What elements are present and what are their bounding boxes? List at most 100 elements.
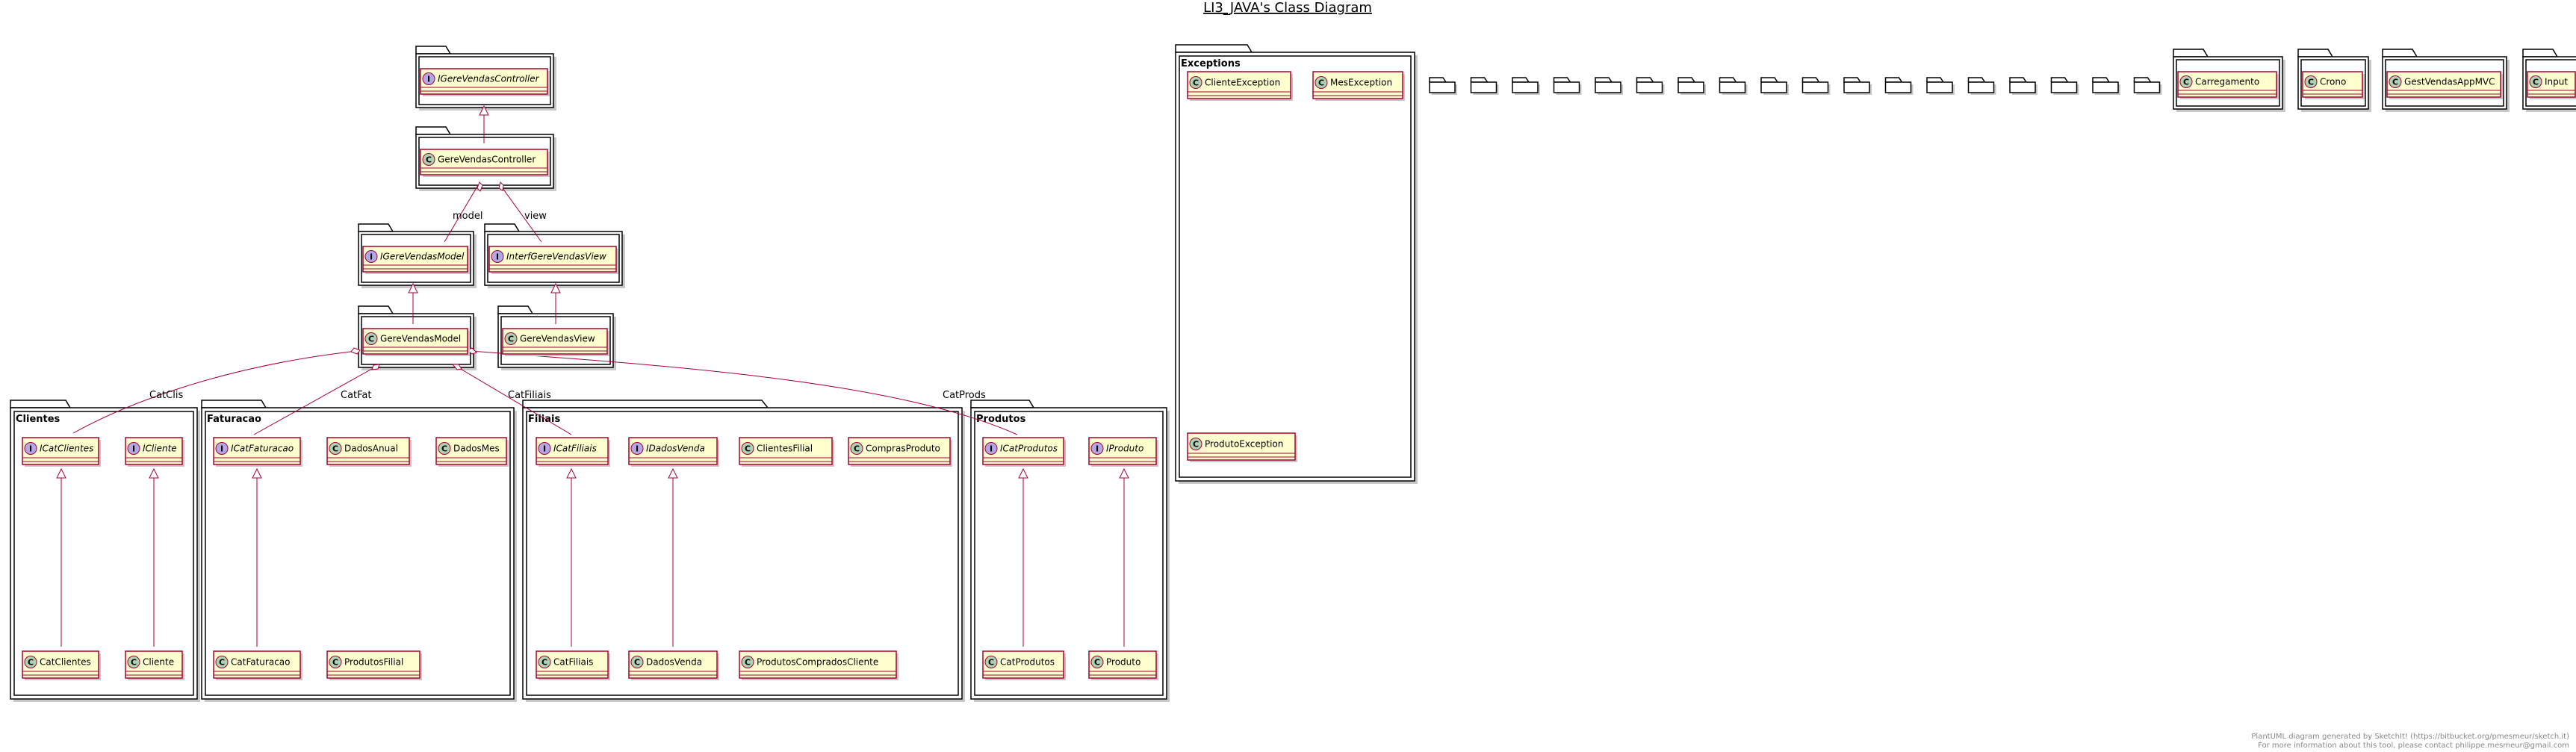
- rel-label-catfat: CatFat: [341, 390, 372, 401]
- rel-catprods-line: [470, 350, 1018, 435]
- interface-icon: [422, 72, 435, 85]
- rel-label-model: model: [453, 211, 482, 222]
- interface-icon: [984, 442, 998, 455]
- rel-catfat-line: [253, 365, 378, 435]
- class-icon: [538, 656, 551, 668]
- stereotype-letter: C: [332, 444, 338, 454]
- stereotype-letter: C: [368, 335, 374, 344]
- rel-triangle: [668, 467, 678, 479]
- class-clientesfilial: C ClientesFilial: [739, 437, 834, 467]
- class-name: Crono: [2320, 77, 2346, 87]
- class-icon: [1189, 438, 1202, 450]
- rel-triangle: [1018, 467, 1028, 479]
- class-name: GereVendasModel: [380, 334, 461, 344]
- empty-package: [1967, 77, 1996, 95]
- interface-icon: [1090, 442, 1104, 455]
- rel-triangle: [1119, 467, 1129, 479]
- stereotype-letter: I: [427, 75, 430, 84]
- class-icon: [364, 332, 378, 345]
- stereotype-letter: C: [508, 335, 514, 344]
- stereotype-letter: C: [854, 444, 860, 454]
- package-label-produtos: Produtos: [976, 414, 1026, 425]
- empty-package: [2133, 77, 2162, 95]
- diagram-title: LI3_JAVA's Class Diagram: [1203, 0, 1372, 16]
- stereotype-letter: C: [332, 658, 338, 668]
- interface-icon: [24, 442, 37, 455]
- empty-package: [2009, 77, 2037, 95]
- rel-triangle: [149, 467, 159, 479]
- class-name: InterfGereVendasView: [506, 252, 606, 262]
- class-name: ICatClientes: [40, 444, 93, 454]
- stereotype-letter: C: [28, 658, 34, 668]
- interface-icon: [491, 250, 504, 263]
- empty-package: [1636, 77, 1665, 95]
- class-icon: [422, 153, 435, 166]
- rel-catclis-line: [72, 350, 358, 434]
- footer-line-1: PlantUML diagram generated by SketchIt! …: [2251, 733, 2569, 741]
- class-gestvendasappmvc: C GestVendasAppMVC: [2386, 71, 2503, 99]
- class-icon: [24, 656, 37, 668]
- class-icon: [127, 656, 140, 668]
- empty-package: [1843, 77, 1872, 95]
- class-icon: [2529, 75, 2542, 88]
- package-label-filiais: Filiais: [528, 414, 560, 425]
- package-label-faturacao: Faturacao: [207, 414, 261, 425]
- rel-triangle: [252, 467, 262, 479]
- class-name: ICliente: [143, 444, 177, 454]
- class-name: DadosMes: [453, 444, 500, 454]
- empty-package: [1512, 77, 1540, 95]
- stereotype-letter: C: [441, 444, 447, 454]
- stereotype-letter: C: [2392, 78, 2398, 87]
- class-name: ClientesFilial: [757, 444, 813, 454]
- stereotype-letter: I: [496, 252, 499, 262]
- interface-icon: [538, 442, 551, 455]
- class-icon: [741, 442, 754, 455]
- stereotype-letter: C: [745, 444, 751, 454]
- empty-package: [1926, 77, 1955, 95]
- rel-triangle: [408, 282, 418, 293]
- stereotype-letter: C: [1193, 78, 1199, 88]
- stereotype-letter: C: [131, 658, 137, 668]
- class-icatclientes: I ICatClientes: [22, 437, 101, 467]
- stereotype-letter: I: [29, 444, 32, 454]
- rel-triangle: [56, 467, 66, 479]
- class-icon: [2304, 75, 2318, 88]
- empty-package: [1677, 77, 1706, 95]
- empty-packages: [1429, 77, 2162, 95]
- rel-diamond: [371, 364, 380, 370]
- class-name: GestVendasAppMVC: [2404, 77, 2495, 87]
- stereotype-letter: C: [2183, 78, 2189, 87]
- class-icon: [1090, 656, 1104, 668]
- class-dadosmes: C DadosMes: [435, 437, 509, 467]
- class-icon: [1189, 76, 1202, 89]
- class-name: IDadosVenda: [646, 444, 705, 454]
- stereotype-letter: C: [2533, 78, 2539, 87]
- class-name: DadosVenda: [646, 657, 702, 668]
- rel-label-view: view: [524, 211, 547, 222]
- rel-model-line: [444, 184, 479, 243]
- rel-diamond: [350, 347, 361, 355]
- class-icon: [504, 332, 518, 345]
- rel-triangle: [566, 467, 577, 479]
- package-label-clientes: Clientes: [16, 414, 60, 425]
- class-name: ClienteException: [1205, 78, 1280, 88]
- rel-catfiliais-line: [455, 365, 572, 435]
- class-name: GereVendasController: [438, 155, 536, 165]
- empty-package: [1429, 77, 1457, 95]
- interface-icon: [127, 442, 140, 455]
- class-name: CatClientes: [40, 657, 91, 668]
- empty-package: [1760, 77, 1789, 95]
